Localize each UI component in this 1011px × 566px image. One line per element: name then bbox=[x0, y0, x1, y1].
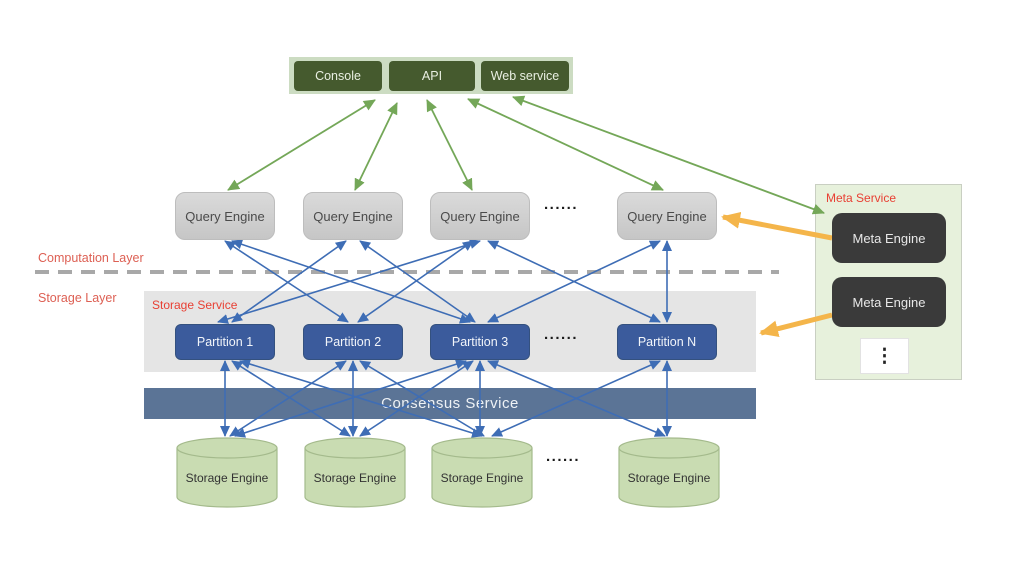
partition-1-label: Partition 1 bbox=[196, 335, 254, 349]
query-engine-2[interactable]: Query Engine bbox=[303, 192, 403, 240]
meta-engine-2[interactable]: Meta Engine bbox=[832, 277, 946, 327]
cylinder-icon bbox=[176, 437, 278, 508]
partition-3[interactable]: Partition 3 bbox=[430, 324, 530, 360]
meta-engine-2-label: Meta Engine bbox=[852, 294, 926, 310]
console-label: Console bbox=[315, 69, 361, 83]
blue-arrows-query-to-partition bbox=[217, 239, 672, 324]
partition-3-label: Partition 3 bbox=[451, 335, 509, 349]
console-box[interactable]: Console bbox=[294, 61, 382, 91]
storage-engine-n-label: Storage Engine bbox=[627, 471, 711, 485]
storage-engine-1-label: Storage Engine bbox=[185, 471, 269, 485]
storage-engine-2[interactable]: Storage Engine bbox=[303, 437, 407, 509]
query-engine-3-label: Query Engine bbox=[440, 208, 520, 224]
cylinder-icon bbox=[304, 437, 406, 508]
api-box[interactable]: API bbox=[389, 61, 475, 91]
storage-engine-ellipsis: ...... bbox=[546, 448, 581, 465]
meta-service-title: Meta Service bbox=[826, 191, 897, 205]
storage-engine-n[interactable]: Storage Engine bbox=[617, 437, 721, 509]
meta-engine-1[interactable]: Meta Engine bbox=[832, 213, 946, 263]
partition-ellipsis: ...... bbox=[544, 326, 579, 343]
web-service-label: Web service bbox=[490, 69, 560, 83]
storage-engine-2-label: Storage Engine bbox=[313, 471, 397, 485]
cylinder-icon bbox=[618, 437, 720, 508]
storage-engine-3[interactable]: Storage Engine bbox=[430, 437, 534, 509]
query-engine-ellipsis: ...... bbox=[544, 196, 579, 213]
api-label: API bbox=[421, 69, 443, 83]
meta-engine-1-label: Meta Engine bbox=[852, 230, 926, 246]
query-engine-1-label: Query Engine bbox=[185, 208, 265, 224]
partition-n-label: Partition N bbox=[637, 335, 697, 349]
query-engine-n[interactable]: Query Engine bbox=[617, 192, 717, 240]
query-engine-3[interactable]: Query Engine bbox=[430, 192, 530, 240]
partition-1[interactable]: Partition 1 bbox=[175, 324, 275, 360]
green-arrows bbox=[227, 95, 825, 215]
orange-arrows-meta bbox=[721, 211, 833, 338]
storage-layer-label: Storage Layer bbox=[38, 291, 117, 305]
web-service-box[interactable]: Web service bbox=[481, 61, 569, 91]
query-engine-n-label: Query Engine bbox=[627, 208, 707, 224]
partition-n[interactable]: Partition N bbox=[617, 324, 717, 360]
partition-2-label: Partition 2 bbox=[324, 335, 382, 349]
partition-2[interactable]: Partition 2 bbox=[303, 324, 403, 360]
storage-engine-3-label: Storage Engine bbox=[440, 471, 524, 485]
meta-engine-more-box: ⋮ bbox=[860, 338, 909, 374]
computation-layer-label: Computation Layer bbox=[38, 251, 144, 265]
storage-engine-1[interactable]: Storage Engine bbox=[175, 437, 279, 509]
blue-arrows-partition-to-storage bbox=[220, 359, 672, 438]
meta-engine-ellipsis: ⋮ bbox=[875, 345, 894, 367]
query-engine-2-label: Query Engine bbox=[313, 208, 393, 224]
query-engine-1[interactable]: Query Engine bbox=[175, 192, 275, 240]
cylinder-icon bbox=[431, 437, 533, 508]
storage-service-title: Storage Service bbox=[152, 298, 238, 312]
